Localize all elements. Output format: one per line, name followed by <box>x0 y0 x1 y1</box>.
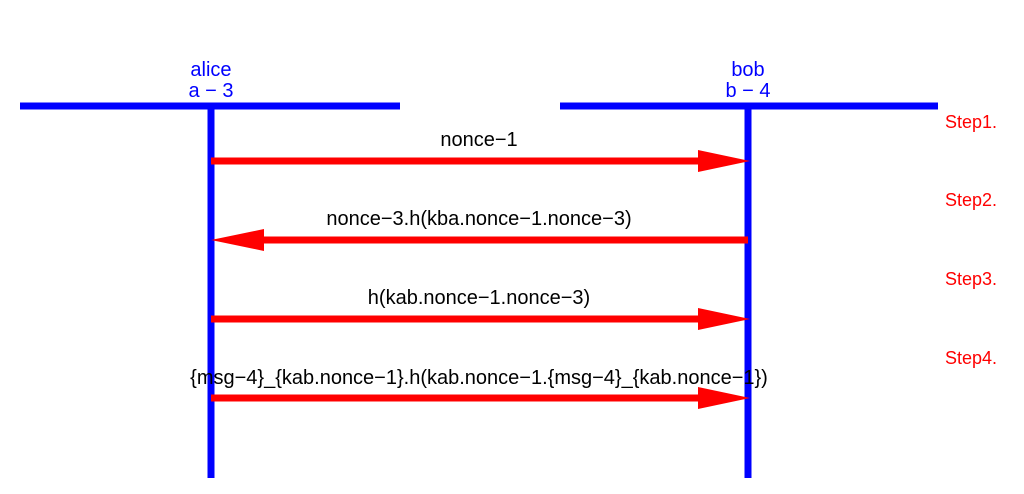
message-4-label: {msg−4}_{kab.nonce−1}.h(kab.nonce−1.{msg… <box>190 367 768 389</box>
step-4-label: Step4. <box>945 348 997 368</box>
message-3-arrowhead <box>698 308 750 330</box>
message-2-label: nonce−3.h(kba.nonce−1.nonce−3) <box>326 208 631 230</box>
actor-alice-id: a − 3 <box>188 80 233 102</box>
step-2-label: Step2. <box>945 190 997 210</box>
message-3-label: h(kab.nonce−1.nonce−3) <box>368 287 590 309</box>
message-4-arrowhead <box>698 387 750 409</box>
step-3-label: Step3. <box>945 269 997 289</box>
step-1-label: Step1. <box>945 112 997 132</box>
message-1-label: nonce−1 <box>440 129 517 151</box>
actor-alice-name: alice <box>190 59 231 81</box>
actor-bob-name: bob <box>731 59 764 81</box>
message-1-arrowhead <box>698 150 750 172</box>
message-2-arrowhead <box>211 229 264 251</box>
actor-bob-id: b − 4 <box>725 80 770 102</box>
